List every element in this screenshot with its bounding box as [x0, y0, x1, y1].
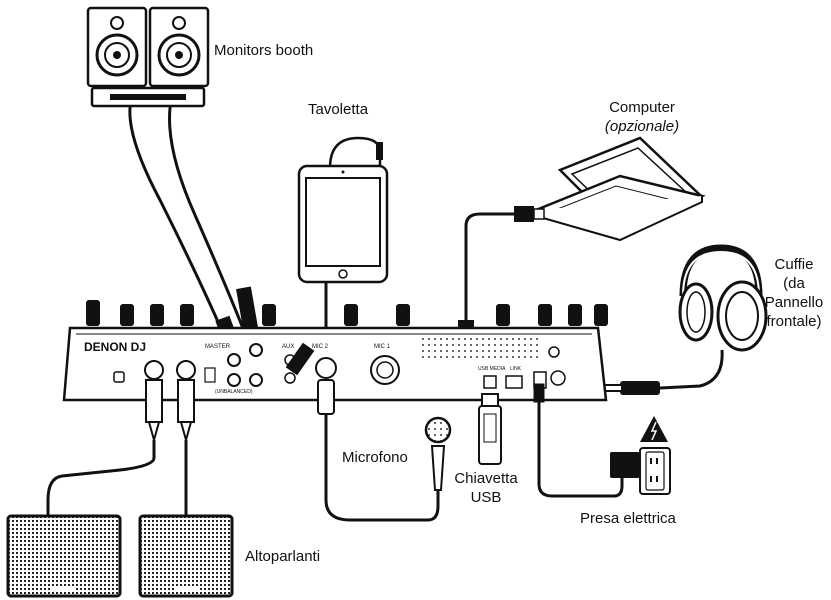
- usb-stick-icon: [478, 393, 502, 465]
- booth-monitors-icon: [86, 6, 210, 108]
- master-cables: [46, 379, 195, 516]
- aux-plug: [285, 342, 315, 376]
- label-tavoletta: Tavoletta: [308, 101, 369, 118]
- panel-usb-media-label: USB MEDIA: [478, 366, 506, 372]
- label-cuffie-1: Cuffie: [774, 256, 814, 273]
- headphones-icon: [599, 244, 768, 395]
- panel-master-label: MASTER: [205, 344, 231, 350]
- label-altoparlanti: Altoparlanti: [245, 548, 321, 565]
- mic-cable: [317, 379, 440, 522]
- label-monitors-booth: Monitors booth: [214, 42, 314, 59]
- denon-dj-controller: DENON DJ MASTER (UNBALANCED) AUX MIC 2 M…: [62, 300, 608, 402]
- label-presa-elettrica: Presa elettrica: [580, 510, 676, 527]
- label-computer: Computer: [609, 99, 675, 116]
- label-chiavetta-1: Chiavetta: [454, 470, 518, 487]
- power-cable: [533, 383, 624, 498]
- label-chiavetta-2: USB: [470, 489, 502, 506]
- label-microfono: Microfono: [342, 449, 408, 466]
- panel-mic2-label: MIC 2: [312, 344, 329, 350]
- panel-unbalanced-label: (UNBALANCED): [215, 389, 253, 395]
- panel-mic1-label: MIC 1: [374, 344, 391, 350]
- warning-icon: [640, 416, 668, 442]
- speakers-icon: [6, 514, 234, 598]
- panel-link-label: LINK: [510, 366, 522, 372]
- label-cuffie-4: frontale): [766, 313, 822, 330]
- microphone-icon: [424, 416, 452, 491]
- power-outlet-icon: [610, 447, 671, 495]
- laptop-icon: [532, 136, 706, 242]
- label-cuffie-2: (da: [783, 275, 805, 292]
- label-cuffie-3: Pannello: [764, 294, 824, 311]
- label-computer-note: (opzionale): [604, 118, 680, 135]
- panel-aux-label: AUX: [282, 344, 294, 350]
- tablet-icon: [297, 136, 389, 362]
- brand-text: DENON DJ: [84, 340, 146, 354]
